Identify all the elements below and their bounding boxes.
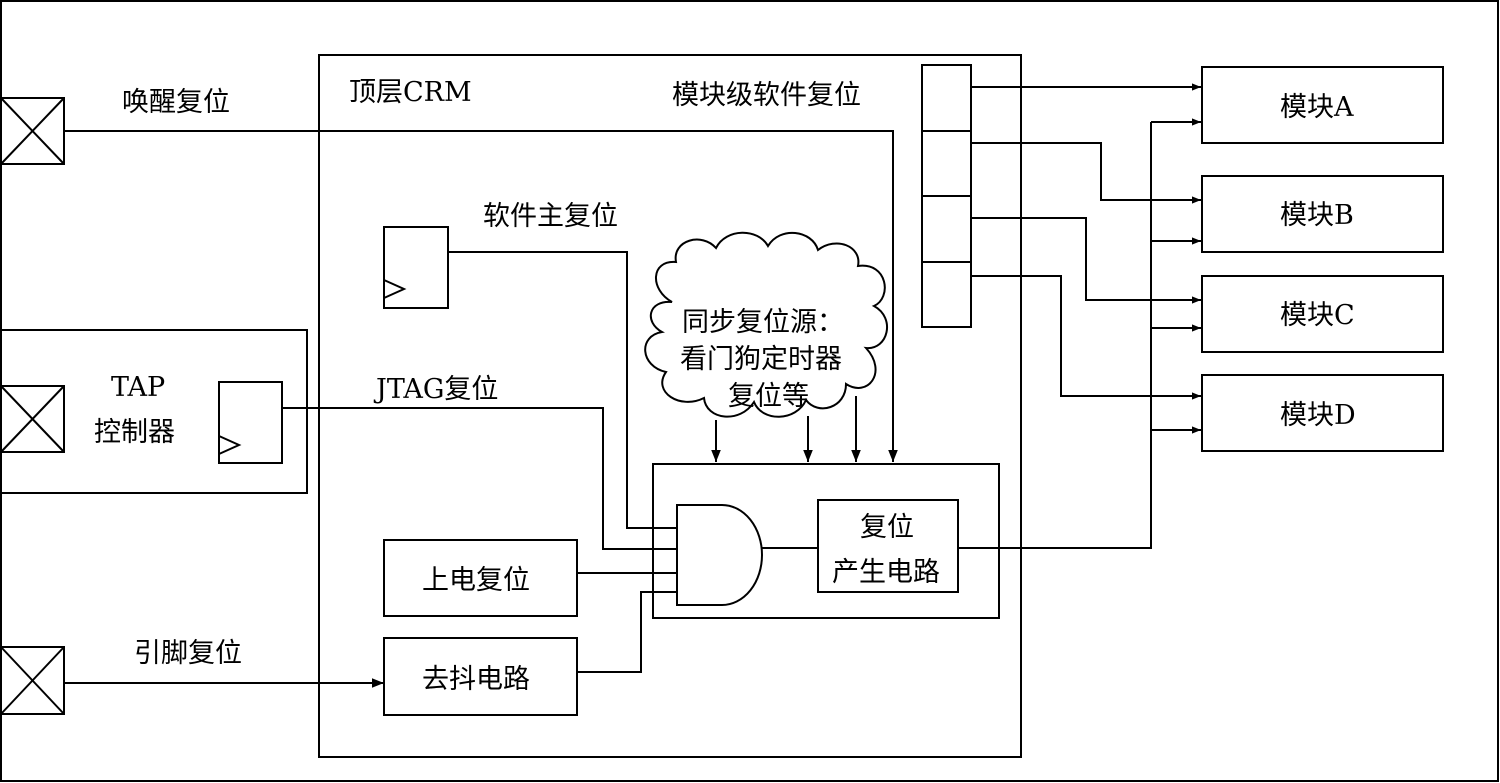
top-crm-label: 顶层CRM <box>349 77 472 108</box>
reset-gen-box <box>817 499 959 593</box>
pad-cross-icon <box>0 385 65 453</box>
reset-generation-container <box>652 463 1000 619</box>
top-crm-box <box>318 54 1022 758</box>
jtag-reset-label: JTAG复位 <box>373 374 498 405</box>
debounce-box <box>383 637 578 716</box>
sync-reset-label-2: 看门狗定时器 <box>680 344 842 375</box>
reg-to-module-b <box>971 142 1201 204</box>
pin-reset-label: 引脚复位 <box>134 638 242 669</box>
module-sw-reset-label: 模块级软件复位 <box>672 80 861 111</box>
sync-reset-label-3: 复位等 <box>728 381 809 412</box>
module-b-box <box>1201 175 1444 253</box>
module-a-box <box>1201 66 1444 144</box>
module-a-label: 模块A <box>1280 92 1354 123</box>
pad-cross-icon <box>0 97 65 165</box>
power-on-reset-label: 上电复位 <box>422 565 530 596</box>
module-c-label: 模块C <box>1280 300 1355 331</box>
module-sw-reset-register <box>921 64 972 328</box>
module-b-label: 模块B <box>1280 200 1354 231</box>
cloud-icon <box>644 231 888 418</box>
tap-label: TAP <box>111 372 165 403</box>
flipflop-clock-icon <box>218 381 283 464</box>
sync-reset-label-1: 同步复位源： <box>682 307 844 338</box>
debounce-line <box>577 591 677 673</box>
wake-reset-line <box>64 130 898 462</box>
wake-reset-label: 唤醒复位 <box>122 87 230 118</box>
reset-gen-label-2: 产生电路 <box>832 557 940 588</box>
flipflop-clock-icon <box>383 226 449 309</box>
reset-gen-label-1: 复位 <box>860 512 914 543</box>
reg-to-module-c <box>971 217 1201 304</box>
debounce-label: 去抖电路 <box>422 664 530 695</box>
tap-controller-label: 控制器 <box>94 417 175 448</box>
module-d-label: 模块D <box>1280 400 1356 431</box>
module-c-box <box>1201 275 1444 353</box>
reset-bus <box>958 122 1152 549</box>
reg-to-module-d <box>971 275 1201 400</box>
sw-master-reset-label: 软件主复位 <box>483 201 618 232</box>
and-gate-icon <box>676 504 763 606</box>
jtag-reset-line <box>282 407 677 550</box>
tap-controller-box <box>0 329 308 494</box>
power-on-reset-box <box>383 539 578 617</box>
pad-cross-icon <box>0 646 65 715</box>
module-d-box <box>1201 374 1444 452</box>
